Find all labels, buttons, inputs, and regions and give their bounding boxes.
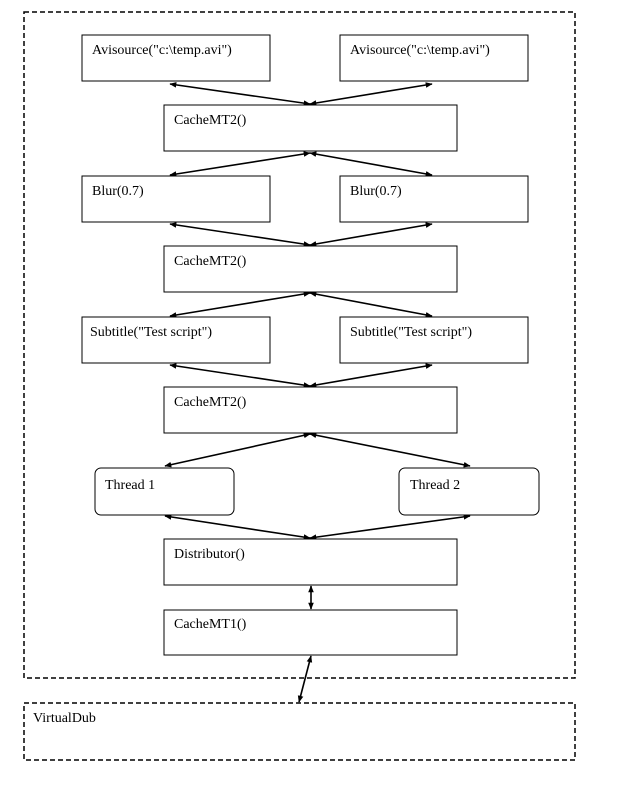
svg-text:CacheMT1(): CacheMT1() bbox=[174, 617, 247, 632]
edge-cache-2-subtitle-left bbox=[169, 291, 311, 318]
virtualdub-boundary bbox=[23, 702, 576, 761]
node-blur-right: Blur(0.7) bbox=[339, 175, 529, 223]
node-avisource-right: Avisource("c:\temp.avi") bbox=[339, 34, 529, 82]
node-thread-1: Thread 1 bbox=[94, 467, 235, 516]
svg-text:Avisource("c:\temp.avi"): Avisource("c:\temp.avi") bbox=[350, 43, 490, 58]
svg-text:CacheMT2(): CacheMT2() bbox=[174, 113, 247, 128]
edge-subtitle-right-cache-3 bbox=[309, 363, 433, 388]
edge-cache-1-blur-left bbox=[169, 151, 311, 177]
svg-text:Blur(0.7): Blur(0.7) bbox=[350, 184, 402, 199]
svg-text:CacheMT2(): CacheMT2() bbox=[174, 254, 247, 269]
edge-blur-left-cache-2 bbox=[169, 222, 311, 247]
edge-cache-mt1-virtualdub bbox=[297, 655, 313, 703]
node-cache-2: CacheMT2() bbox=[163, 245, 458, 293]
svg-text:Distributor(): Distributor() bbox=[174, 547, 245, 562]
edge-thread-1-distributor bbox=[164, 514, 311, 540]
svg-text:CacheMT2(): CacheMT2() bbox=[174, 395, 247, 410]
virtualdub-label: VirtualDub bbox=[33, 711, 96, 726]
node-thread-2: Thread 2 bbox=[398, 467, 540, 516]
node-subtitle-left: Subtitle("Test script") bbox=[81, 316, 271, 364]
edge-blur-right-cache-2 bbox=[309, 222, 433, 247]
node-avisource-left: Avisource("c:\temp.avi") bbox=[81, 34, 271, 82]
edges bbox=[164, 82, 471, 703]
svg-text:Avisource("c:\temp.avi"): Avisource("c:\temp.avi") bbox=[92, 43, 232, 58]
edge-cache-2-subtitle-right bbox=[309, 291, 433, 318]
node-cache-mt1: CacheMT1() bbox=[163, 609, 458, 656]
node-cache-3: CacheMT2() bbox=[163, 386, 458, 434]
svg-text:Subtitle("Test script"): Subtitle("Test script") bbox=[90, 325, 212, 340]
node-distributor: Distributor() bbox=[163, 538, 458, 586]
svg-text:Blur(0.7): Blur(0.7) bbox=[92, 184, 144, 199]
node-blur-left: Blur(0.7) bbox=[81, 175, 271, 223]
edge-cache-3-thread-1 bbox=[164, 432, 311, 468]
node-subtitle-right: Subtitle("Test script") bbox=[339, 316, 529, 364]
edge-cache-3-thread-2 bbox=[309, 432, 471, 468]
svg-text:Thread 1: Thread 1 bbox=[105, 478, 155, 493]
edge-cache-1-blur-right bbox=[309, 151, 433, 177]
svg-text:Thread 2: Thread 2 bbox=[410, 478, 460, 493]
edge-subtitle-left-cache-3 bbox=[169, 363, 311, 388]
edge-thread-2-distributor bbox=[309, 514, 471, 540]
svg-text:Subtitle("Test script"): Subtitle("Test script") bbox=[350, 325, 472, 340]
edge-avisource-right-cache-1 bbox=[309, 82, 433, 106]
node-cache-1: CacheMT2() bbox=[163, 104, 458, 152]
edge-avisource-left-cache-1 bbox=[169, 82, 311, 106]
